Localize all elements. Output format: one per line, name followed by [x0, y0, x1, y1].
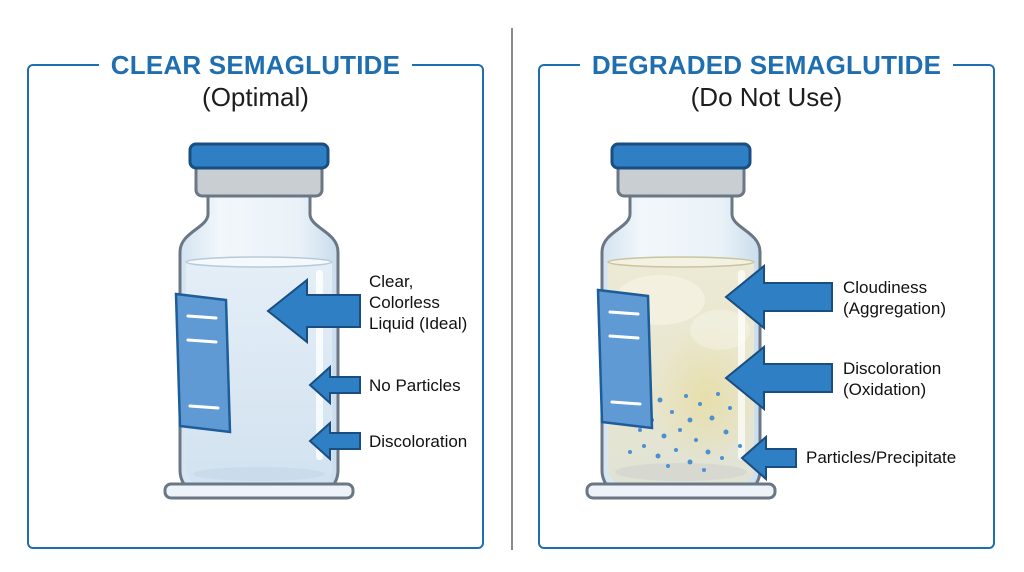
- clear-vial-label: [174, 292, 232, 434]
- callout-discoloration-clear: Discoloration: [369, 432, 468, 451]
- precipitate-particles: [628, 392, 742, 472]
- callout-clear-line-2: Colorless: [369, 293, 440, 312]
- callout-cloudiness-line-2: (Aggregation): [843, 299, 947, 318]
- callout-clear-line-3: Liquid (Ideal): [369, 314, 468, 333]
- arrow-clear-liquid: [266, 277, 361, 345]
- arrow-cloudiness: [724, 263, 833, 331]
- arrow-discoloration-oxidation: [724, 344, 833, 412]
- callout-cloudiness: Cloudiness (Aggregation): [843, 277, 946, 319]
- center-divider: [511, 28, 513, 550]
- panel-subtitle-do-not-use: (Do Not Use): [690, 82, 843, 112]
- callout-discoloration-line-2: (Oxidation): [843, 380, 927, 399]
- arrow-discoloration-clear: [308, 420, 361, 462]
- clear-semaglutide-panel: CLEAR SEMAGLUTIDE (Optimal): [27, 48, 484, 549]
- callout-discoloration-oxidation: Discoloration (Oxidation): [843, 358, 941, 400]
- degraded-vial-label: [596, 288, 654, 430]
- callout-cloudiness-line-1: Cloudiness: [843, 278, 928, 297]
- panel-title-clear: CLEAR SEMAGLUTIDE: [98, 48, 413, 82]
- arrow-particles-precipitate: [740, 434, 797, 482]
- panel-title-degraded: DEGRADED SEMAGLUTIDE: [579, 48, 954, 82]
- panel-subtitle-optimal: (Optimal): [202, 82, 309, 112]
- arrow-no-particles: [308, 364, 361, 406]
- callout-particles-precipitate: Particles/Precipitate: [806, 448, 957, 467]
- callout-clear-line-1: Clear,: [369, 272, 414, 291]
- callout-clear-colorless: Clear, Colorless Liquid (Ideal): [369, 271, 467, 334]
- callout-no-particles: No Particles: [369, 376, 461, 395]
- degraded-semaglutide-panel: DEGRADED SEMAGLUTIDE (Do Not Use): [538, 48, 995, 549]
- callout-discoloration-line-1: Discoloration: [843, 359, 942, 378]
- degraded-vial: [585, 142, 777, 500]
